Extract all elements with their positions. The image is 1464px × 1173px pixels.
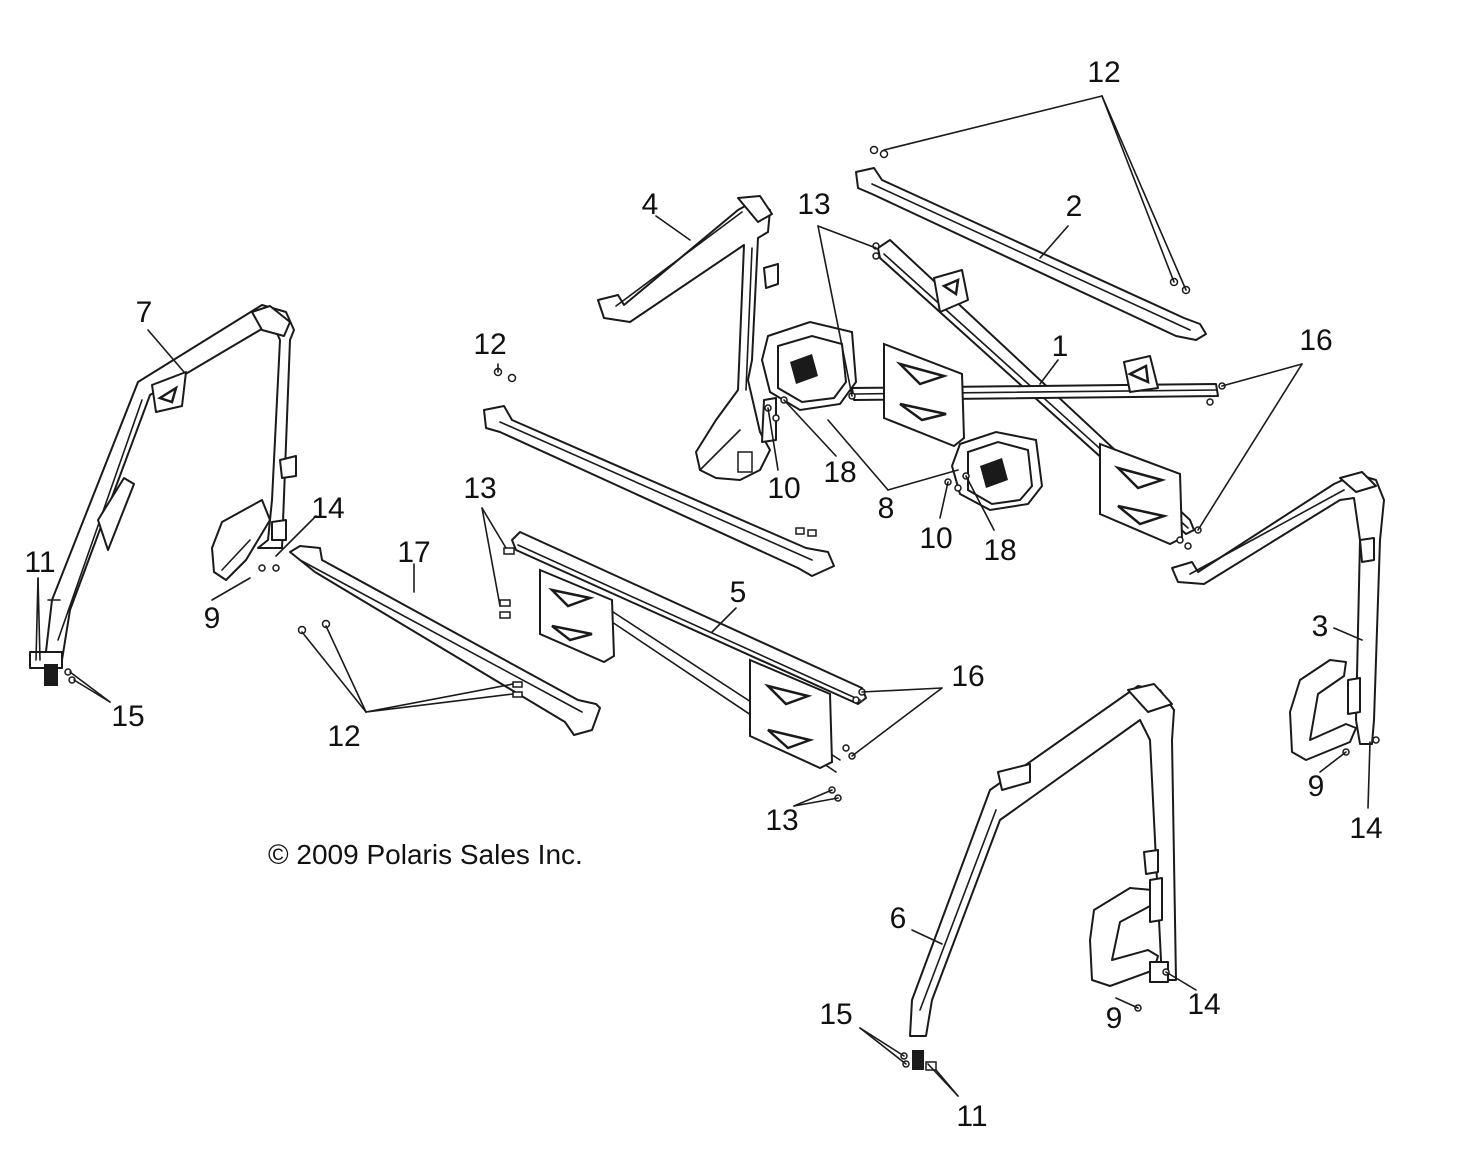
callout-11-right: 11	[956, 1100, 987, 1133]
part-7-front-hoop-left	[29, 304, 297, 686]
callout-3: 3	[1312, 610, 1329, 643]
callout-10-lower: 10	[919, 522, 952, 555]
callout-16-upper: 16	[1299, 324, 1332, 357]
part-8-mirror-lower	[944, 430, 1044, 512]
callout-1: 1	[1052, 330, 1069, 363]
callout-9-right: 9	[1308, 770, 1325, 803]
callout-8: 8	[878, 492, 895, 525]
callout-15-left: 15	[111, 700, 144, 733]
callout-12-top: 12	[1087, 56, 1120, 89]
part-8-mirror-upper	[760, 320, 858, 422]
callout-17: 17	[397, 536, 430, 569]
callout-18-lower: 18	[983, 534, 1016, 567]
callout-5: 5	[730, 576, 747, 609]
part-12-center-cross-tube	[483, 367, 835, 577]
callout-16-lower: 16	[951, 660, 984, 693]
callout-12-mid: 12	[473, 328, 506, 361]
part-3-rear-upright-right	[1171, 471, 1385, 761]
part-5-seat-brace	[499, 531, 867, 802]
callout-13-lower: 13	[765, 804, 798, 837]
callout-18-upper: 18	[823, 456, 856, 489]
callout-14-lower: 14	[1187, 988, 1220, 1021]
callout-2: 2	[1066, 190, 1083, 223]
callout-12-lower: 12	[327, 720, 360, 753]
part-2-top-cross-tube	[855, 145, 1207, 341]
callout-11-left: 11	[24, 546, 55, 579]
callout-4: 4	[642, 188, 659, 221]
callout-10-upper: 10	[767, 472, 800, 505]
callout-9-left: 9	[204, 602, 221, 635]
callout-labels: 12 2 4 13 1 16 7 12 10 18 8 10 18 13 14 …	[24, 56, 1382, 1133]
callout-14-right: 14	[1349, 812, 1382, 845]
callout-15-right: 15	[819, 998, 852, 1031]
part-17-cross-tube	[289, 545, 601, 736]
callout-7: 7	[136, 296, 153, 329]
callout-13-mid: 13	[463, 472, 496, 505]
copyright-notice: © 2009 Polaris Sales Inc.	[268, 839, 583, 870]
callout-9-lower: 9	[1106, 1002, 1123, 1035]
callout-13-upper: 13	[797, 188, 830, 221]
part-1-rear-brace	[848, 239, 1226, 550]
part-6-front-hoop-right	[900, 683, 1177, 1071]
callout-14-left: 14	[311, 492, 344, 525]
callout-6: 6	[890, 902, 907, 935]
leader-lines	[35, 95, 1371, 1097]
